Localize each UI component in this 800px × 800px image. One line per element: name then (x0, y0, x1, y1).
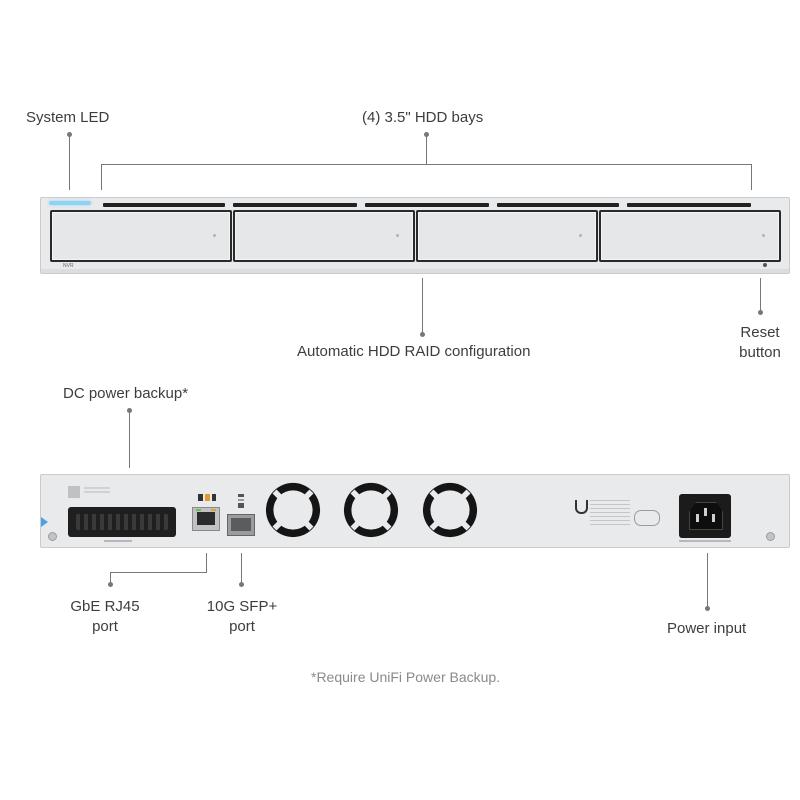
label-reset-line2: button (739, 344, 781, 361)
label-sticker-text (84, 487, 110, 497)
hdd-bay-4[interactable] (599, 210, 781, 262)
fan-vent-3 (422, 482, 478, 538)
label-reset: Reset button (727, 323, 793, 363)
power-input-port[interactable] (679, 494, 731, 538)
leader-raid (422, 278, 423, 334)
power-caption (679, 540, 731, 542)
iec-inlet (689, 502, 723, 530)
port-led-icons (198, 494, 216, 501)
bracket-right-tick (751, 164, 752, 190)
footnote: *Require UniFi Power Backup. (311, 669, 501, 685)
sfp-cage (231, 518, 251, 531)
leader-dot (758, 310, 763, 315)
reset-button-hole[interactable] (763, 263, 767, 267)
leader-rj45-v (206, 553, 207, 572)
screw (48, 532, 57, 541)
label-raid: Automatic HDD RAID configuration (297, 343, 531, 360)
label-power-input: Power input (667, 620, 747, 637)
hdd-bay-1[interactable] (50, 210, 232, 262)
hdd-bay-3[interactable] (416, 210, 598, 262)
hdd-bay-2[interactable] (233, 210, 415, 262)
label-sticker (68, 486, 80, 498)
leader-dot (67, 132, 72, 137)
sfp-led-icons (238, 494, 244, 508)
system-led-indicator (49, 201, 91, 205)
dc-port-caption (104, 540, 132, 542)
sfp-plus-port[interactable] (227, 514, 255, 536)
ubiquiti-logo-icon (575, 500, 588, 514)
bay-slot (365, 203, 489, 207)
bracket-hdd-bays (101, 164, 752, 165)
iec-pin (712, 514, 715, 522)
regulatory-text-block (590, 500, 630, 526)
label-rj45: GbE RJ45 port (60, 597, 150, 637)
bay-slot (497, 203, 619, 207)
bay-slot (627, 203, 751, 207)
label-system-led: System LED (26, 109, 110, 126)
leader-dot (108, 582, 113, 587)
certification-marks-icon (634, 510, 660, 526)
leader-dot (420, 332, 425, 337)
dc-power-backup-port[interactable] (68, 507, 176, 537)
label-sfp-line2: port (229, 618, 255, 635)
fan-vent-2 (343, 482, 399, 538)
iec-pin (704, 508, 707, 516)
leader-hdd-bays-stem (426, 134, 427, 164)
leader-power (707, 553, 708, 608)
iec-pin (696, 514, 699, 522)
rj45-socket (197, 512, 215, 525)
leader-rj45-down (110, 572, 111, 584)
leader-sfp (241, 553, 242, 583)
screw (766, 532, 775, 541)
label-rj45-line1: GbE RJ45 (70, 598, 140, 615)
leader-dc-backup (129, 410, 130, 468)
label-hdd-bays: (4) 3.5" HDD bays (362, 109, 484, 126)
leader-rj45-h (110, 572, 207, 573)
label-dc-backup: DC power backup* (63, 385, 189, 402)
label-sfp-line1: 10G SFP+ (206, 598, 278, 615)
side-arrow-icon (41, 517, 48, 527)
label-sfp: 10G SFP+ port (196, 597, 288, 637)
leader-system-led (69, 134, 70, 190)
label-reset-line1: Reset (740, 324, 780, 341)
leader-reset (760, 278, 761, 312)
rj45-leds (196, 509, 216, 511)
gbe-rj45-port[interactable] (192, 507, 220, 531)
leader-dot (705, 606, 710, 611)
front-badge: NVR (63, 263, 74, 269)
fan-vent-1 (265, 482, 321, 538)
label-rj45-line2: port (92, 618, 118, 635)
bay-slot (103, 203, 225, 207)
bracket-left-tick (101, 164, 102, 190)
bay-slot (233, 203, 357, 207)
leader-dot (239, 582, 244, 587)
nvr-front-panel: NVR (40, 197, 790, 274)
dc-port-pins (76, 514, 168, 530)
